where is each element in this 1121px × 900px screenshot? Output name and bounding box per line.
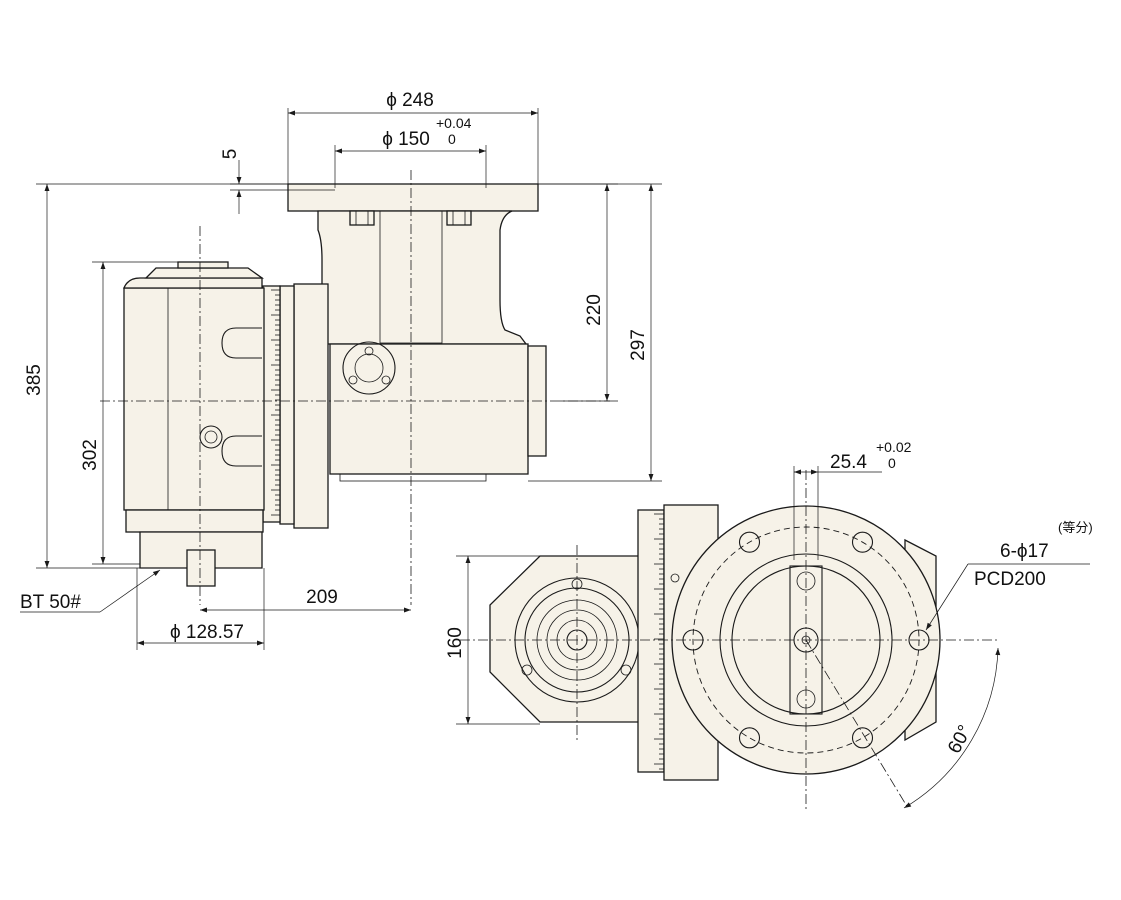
head-body (123, 287, 265, 511)
dim-385: 385 (24, 364, 45, 396)
dim-angle-60: 60° (944, 722, 976, 757)
dim-25-4-tol-upper: +0.02 (876, 439, 912, 455)
label-holes: 6-ϕ17 (1000, 541, 1049, 562)
dim-297: 297 (628, 329, 649, 361)
neck-body (317, 210, 528, 345)
bolt-hole (738, 531, 761, 553)
scale-ticks (271, 289, 280, 516)
bolt-hole (851, 531, 874, 553)
dim-phi-150-tol-lower: 0 (448, 131, 456, 147)
bottom-view (460, 470, 1000, 810)
dim-phi-150-tol-upper: +0.04 (436, 115, 472, 131)
bolt-left (349, 210, 375, 226)
gear-housing (329, 343, 529, 475)
bolt-right (446, 210, 472, 226)
dim-209: 209 (306, 587, 338, 608)
dim-220: 220 (584, 294, 605, 326)
front-view (100, 170, 610, 605)
front-view-dimensions: ϕ 248 ϕ 150 +0.04 0 5 385 302 220 297 (20, 90, 662, 650)
dim-phi-128-57: ϕ 128.57 (170, 622, 244, 643)
dim-302: 302 (80, 439, 101, 471)
dim-phi-150: ϕ 150 (382, 129, 430, 150)
dim-phi-248: ϕ 248 (386, 90, 434, 111)
bolt-hole (738, 727, 761, 749)
side-housing (489, 555, 641, 723)
cover-plate (342, 341, 396, 395)
dim-25-4-tol-lower: 0 (888, 455, 896, 471)
dim-160: 160 (445, 627, 466, 659)
dim-25-4: 25.4 (830, 452, 867, 473)
key-drive (186, 549, 216, 587)
bolt-hole (851, 727, 874, 749)
angle-scale (262, 285, 281, 523)
scale-ticks-bottom (654, 513, 664, 770)
mounting-flange (287, 183, 539, 212)
dim-5: 5 (220, 149, 241, 160)
label-bt50: BT 50# (20, 592, 81, 613)
index-flange (293, 283, 329, 529)
bottom-view-dimensions: 25.4 +0.02 0 160 (等分) 6-ϕ17 PCD200 60° (445, 439, 1093, 809)
label-equally-spaced: (等分) (1058, 520, 1093, 535)
spindle-collar (125, 509, 264, 533)
label-pcd: PCD200 (974, 569, 1046, 590)
head-top-cap (144, 267, 265, 279)
index-ring (279, 285, 295, 525)
